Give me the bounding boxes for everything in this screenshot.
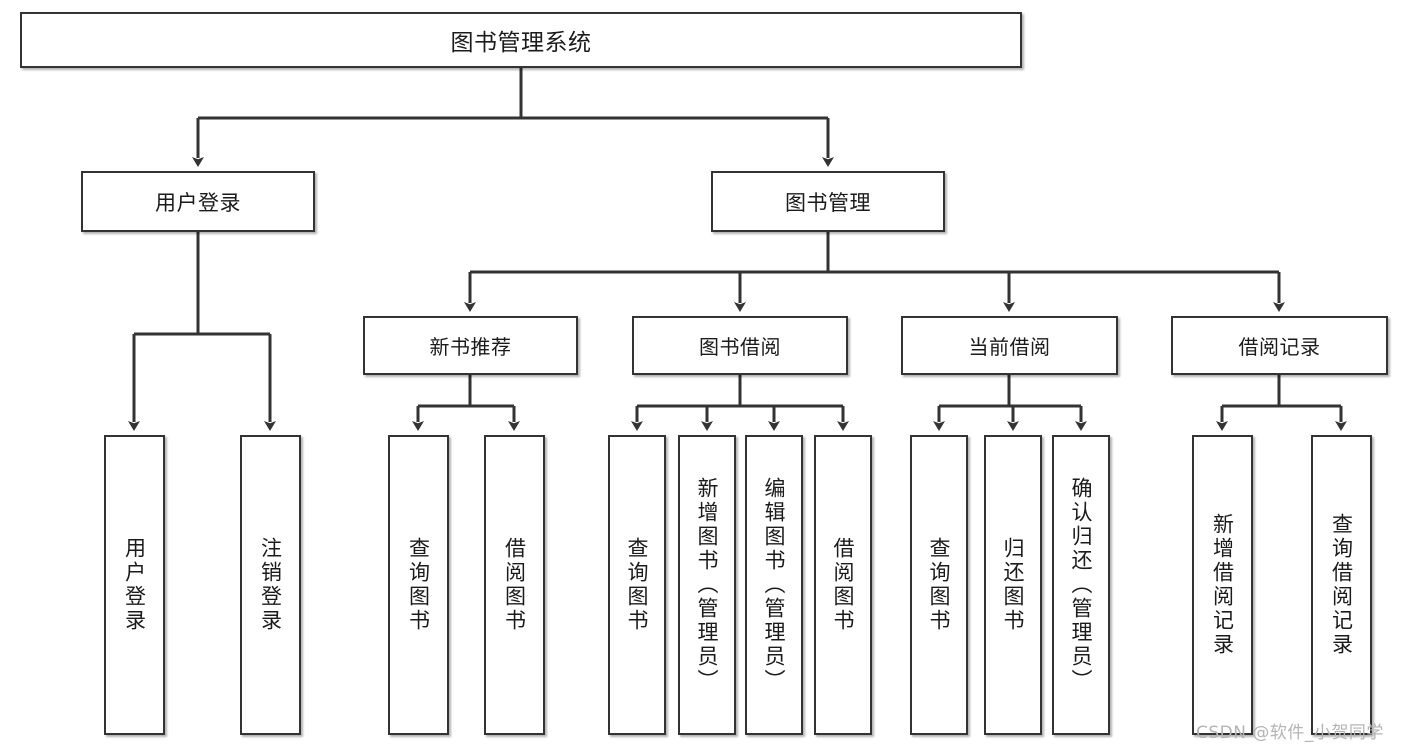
- node-root[interactable]: 图书管理系统: [20, 12, 1022, 68]
- node-current-borrow-label: 当前借阅: [968, 335, 1051, 359]
- node-leaf-add-book-admin[interactable]: 新增图书（管理员）: [678, 435, 736, 735]
- node-leaf-add-borrow-record[interactable]: 新增借阅记录: [1192, 435, 1253, 735]
- node-leaf-return-book-label: 归还图书: [1001, 537, 1026, 633]
- node-leaf-borrow-book-2-label: 借阅图书: [831, 537, 856, 633]
- node-leaf-query-book-1[interactable]: 查询图书: [388, 435, 449, 735]
- node-current-borrow[interactable]: 当前借阅: [901, 316, 1118, 375]
- node-leaf-edit-book-admin[interactable]: 编辑图书（管理员）: [745, 435, 803, 735]
- node-leaf-borrow-book-1[interactable]: 借阅图书: [484, 435, 545, 735]
- node-borrow-record[interactable]: 借阅记录: [1171, 316, 1388, 375]
- node-new-book-recommend[interactable]: 新书推荐: [363, 316, 578, 375]
- node-leaf-return-book[interactable]: 归还图书: [984, 435, 1042, 735]
- node-book-manage[interactable]: 图书管理: [711, 171, 945, 232]
- node-book-manage-label: 图书管理: [785, 190, 871, 215]
- node-leaf-query-book-1-label: 查询图书: [406, 537, 431, 633]
- node-leaf-borrow-book-2[interactable]: 借阅图书: [814, 435, 872, 735]
- node-book-borrow[interactable]: 图书借阅: [632, 316, 848, 375]
- node-root-label: 图书管理系统: [450, 30, 592, 56]
- node-leaf-query-book-3[interactable]: 查询图书: [910, 435, 968, 735]
- watermark: CSDN @软件_小贺同学: [1196, 723, 1384, 743]
- node-leaf-query-borrow-record-label: 查询借阅记录: [1329, 513, 1354, 657]
- node-leaf-query-book-3-label: 查询图书: [927, 537, 952, 633]
- node-leaf-query-book-2-label: 查询图书: [625, 537, 650, 633]
- node-new-book-recommend-label: 新书推荐: [429, 335, 512, 359]
- node-leaf-confirm-return-admin-label: 确认归还（管理员）: [1069, 477, 1094, 693]
- node-leaf-add-book-admin-label: 新增图书（管理员）: [695, 477, 720, 693]
- node-leaf-user-login[interactable]: 用户登录: [104, 435, 165, 735]
- node-leaf-logout-login[interactable]: 注销登录: [240, 435, 301, 735]
- node-borrow-record-label: 借阅记录: [1238, 335, 1321, 359]
- node-user-login-label: 用户登录: [155, 190, 241, 215]
- node-leaf-confirm-return-admin[interactable]: 确认归还（管理员）: [1052, 435, 1110, 735]
- node-leaf-borrow-book-1-label: 借阅图书: [502, 537, 527, 633]
- node-leaf-user-login-label: 用户登录: [122, 537, 147, 633]
- node-book-borrow-label: 图书借阅: [699, 335, 781, 359]
- node-leaf-edit-book-admin-label: 编辑图书（管理员）: [762, 477, 787, 693]
- node-leaf-add-borrow-record-label: 新增借阅记录: [1210, 513, 1235, 657]
- node-leaf-query-book-2[interactable]: 查询图书: [608, 435, 666, 735]
- node-leaf-query-borrow-record[interactable]: 查询借阅记录: [1311, 435, 1372, 735]
- node-user-login[interactable]: 用户登录: [81, 171, 315, 232]
- node-leaf-logout-login-label: 注销登录: [258, 537, 283, 633]
